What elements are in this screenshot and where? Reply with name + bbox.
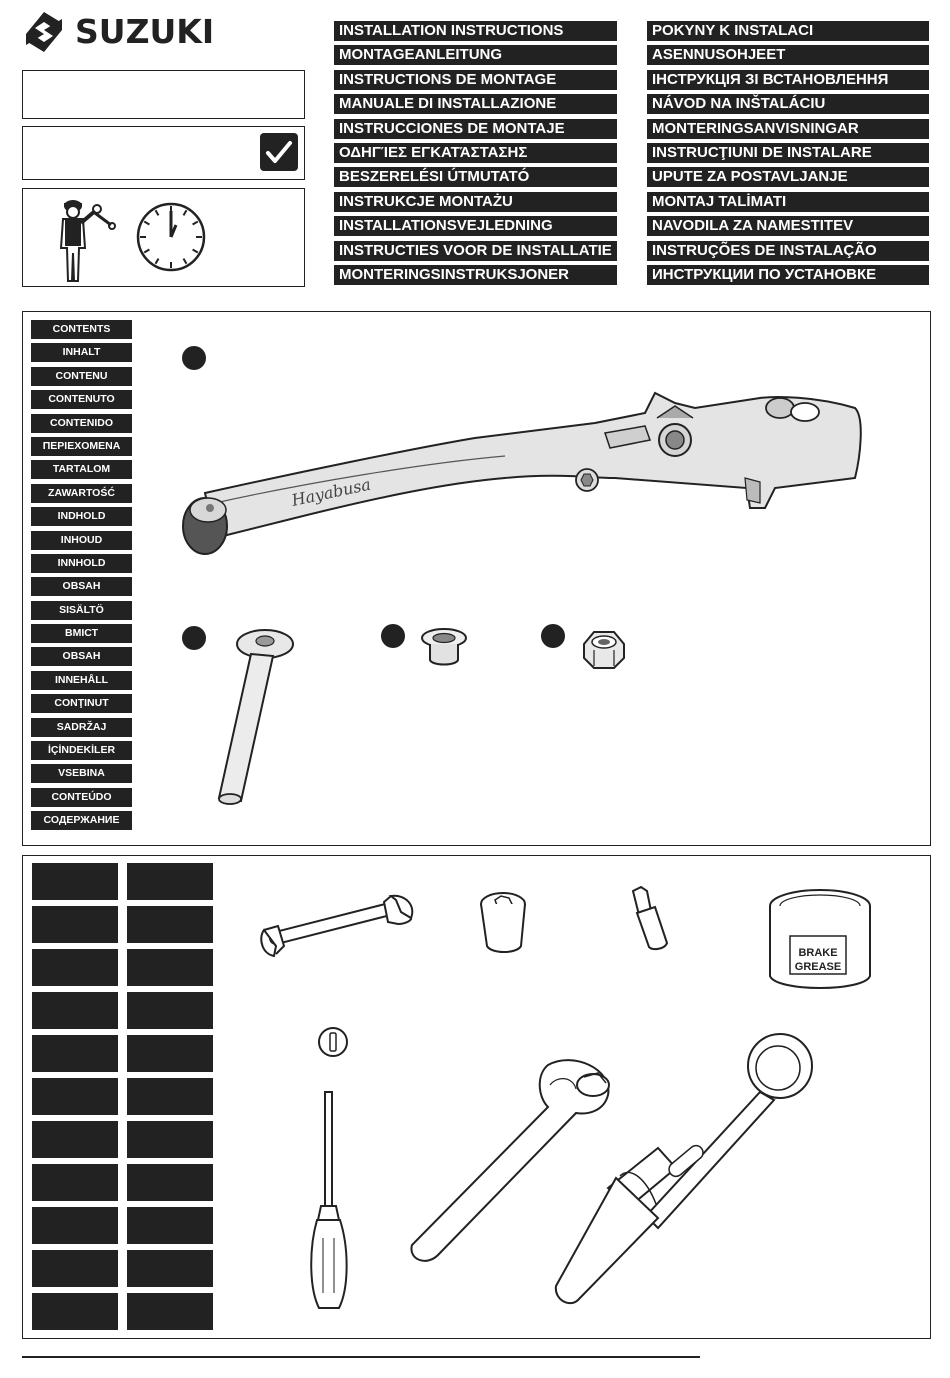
tool-grid-cell [127,1250,213,1287]
title-da: INSTALLATIONSVEJLEDNING [334,216,617,237]
tool-grid-cell [127,863,213,900]
tool-grid-cell [32,949,118,986]
contents-label: CONTENIDO [31,413,132,433]
tool-grid-cell [127,1121,213,1158]
brand-name: SUZUKI [75,12,215,51]
tool-grid-cell [32,1078,118,1115]
title-fi: ASENNUSOHJEET [647,45,929,66]
tool-grid-cell [127,1293,213,1330]
contents-labels: CONTENTS INHALT CONTENU CONTENUTO CONTEN… [31,320,132,835]
title-uk: ІНСТРУКЦІЯ ЗІ ВСТАНОВЛЕННЯ [647,69,929,90]
contents-label: INDHOLD [31,507,132,527]
contents-label: TARTALOM [31,460,132,480]
checkmark-icon [260,133,298,171]
contents-label: ВМІСТ [31,624,132,644]
info-box-time [22,188,305,287]
contents-label: SISÄLTÖ [31,600,132,620]
contents-label: VSEBINA [31,764,132,784]
footer-rule [22,1356,700,1358]
title-pl: INSTRUKCJE MONTAŻU [334,191,617,212]
title-hu: BESZERELÉSI ÚTMUTATÓ [334,167,617,188]
bushing-illustration [421,628,467,666]
tool-grid-cell [127,992,213,1029]
title-de: MONTAGEANLEITUNG [334,45,617,66]
contents-label: ΠΕΡΙΕΧΟΜΕΝΑ [31,436,132,456]
tool-grid-cell [127,1164,213,1201]
wrench-icon [260,894,414,958]
screwdriver-icon [310,1091,348,1309]
contents-label: INHOUD [31,530,132,550]
part-marker-bushing [381,624,405,648]
contents-label: INNEHÅLL [31,670,132,690]
tool-grid-cell [32,1250,118,1287]
clock-icon [136,202,206,272]
grease-label-line1: BRAKE [798,947,837,959]
tool-grid-cell [127,906,213,943]
title-sl: NAVODILA ZA NAMESTITEV [647,216,929,237]
title-ru: ИНСТРУКЦИИ ПО УСТАНОВКЕ [647,264,929,285]
installation-titles-left: INSTALLATION INSTRUCTIONS MONTAGEANLEITU… [334,21,617,289]
contents-label: INHALT [31,343,132,363]
contents-label: ZAWARTOŚĆ [31,483,132,503]
part-marker-nut [541,624,565,648]
tool-grid-cell [127,1207,213,1244]
title-ro: INSTRUCŢIUNI DE INSTALARE [647,142,929,163]
slot-tip-icon [318,1027,348,1057]
tool-grid-cell [32,1207,118,1244]
contents-label: CONŢINUT [31,694,132,714]
suzuki-s-logo-icon [26,12,62,52]
info-box-2 [22,126,305,180]
tool-grid-cell [127,1078,213,1115]
title-en: INSTALLATION INSTRUCTIONS [334,21,617,41]
tool-grid-cell [32,1035,118,1072]
title-el: ΟΔΗΓΊΕΣ ΕΓΚΑΤΆΣΤΑΣΗΣ [334,142,617,163]
contents-label: CONTENU [31,366,132,386]
tool-grid-cell [127,1035,213,1072]
contents-label: İÇİNDEKİLER [31,741,132,761]
tool-grid-cell [32,1164,118,1201]
title-it: MANUALE DI INSTALLAZIONE [334,94,617,115]
tool-grid-cell [32,863,118,900]
installation-titles-right: POKYNY K INSTALACI ASENNUSOHJEET ІНСТРУК… [647,21,929,289]
title-tr: MONTAJ TALİMATI [647,191,929,212]
contents-label: OBSAH [31,577,132,597]
brake-lever-illustration: Hayabusa [182,391,862,555]
contents-label: CONTENTS [31,320,132,339]
bolt-illustration [217,629,294,805]
suzuki-logo: SUZUKI [20,10,265,54]
socket-icon [480,892,526,953]
title-fr: INSTRUCTIONS DE MONTAGE [334,69,617,90]
grease-label-line2: GREASE [795,961,841,973]
title-cs: POKYNY K INSTALACI [647,21,929,41]
hex-bit-icon [631,885,669,951]
contents-label: SADRŽAJ [31,717,132,737]
tool-grid-cell [32,906,118,943]
nut-illustration [583,631,625,669]
ratchet-icon [410,1059,610,1262]
brake-grease-can-icon: BRAKE GREASE [769,889,871,989]
title-no: MONTERINGSINSTRUKSJONER [334,264,617,285]
contents-label: OBSAH [31,647,132,667]
title-sv: MONTERINGSANVISNINGAR [647,118,929,139]
part-marker-bolt [182,626,206,650]
contents-label: CONTEÚDO [31,787,132,807]
part-marker-lever [182,346,206,370]
tool-grid-cell [127,949,213,986]
tool-grid-cell [32,1293,118,1330]
title-nl: INSTRUCTIES VOOR DE INSTALLATIE [334,240,617,261]
title-sk: NÁVOD NA INŠTALÁCIU [647,94,929,115]
title-hr: UPUTE ZA POSTAVLJANJE [647,167,929,188]
contents-label: INNHOLD [31,553,132,573]
info-box-1 [22,70,305,119]
mechanic-icon [59,200,116,282]
title-es: INSTRUCCIONES DE MONTAJE [334,118,617,139]
contents-label: СОДЕРЖАНИЕ [31,811,132,831]
tool-grid-cell [32,992,118,1029]
tool-grid-cell [32,1121,118,1158]
title-pt: INSTRUÇÕES DE INSTALAÇÃO [647,240,929,261]
contents-label: CONTENUTO [31,390,132,410]
torque-wrench-icon [554,1033,813,1305]
